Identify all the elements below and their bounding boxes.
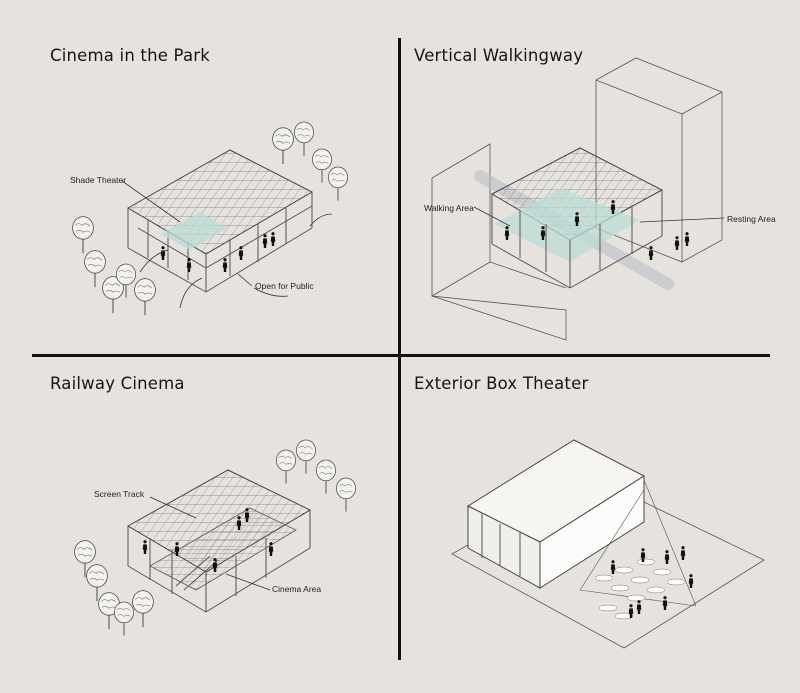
panel-title-railway-cinema: Railway Cinema [50, 374, 185, 393]
panel-title-vertical-walkingway: Vertical Walkingway [414, 46, 584, 65]
railway-cinema-drawing [74, 439, 357, 636]
callout-walking-area: Walking Area [424, 203, 474, 213]
cinema-in-the-park-drawing [72, 121, 349, 316]
callout-shade-theater: Shade Theater [70, 175, 127, 185]
callout-resting-area: Resting Area [727, 214, 776, 224]
panel-title-cinema-in-the-park: Cinema in the Park [50, 46, 211, 65]
callout-open-for-public: Open for Public [255, 281, 314, 291]
exterior-box-theater-drawing [451, 439, 765, 649]
vertical-walkingway-drawing [431, 57, 725, 341]
panel-title-exterior-box-theater: Exterior Box Theater [414, 374, 589, 393]
callout-cinema-area: Cinema Area [272, 584, 322, 594]
callout-screen-track: Screen Track [94, 489, 145, 499]
vertical-divider [398, 38, 401, 660]
horizontal-divider [32, 354, 770, 357]
